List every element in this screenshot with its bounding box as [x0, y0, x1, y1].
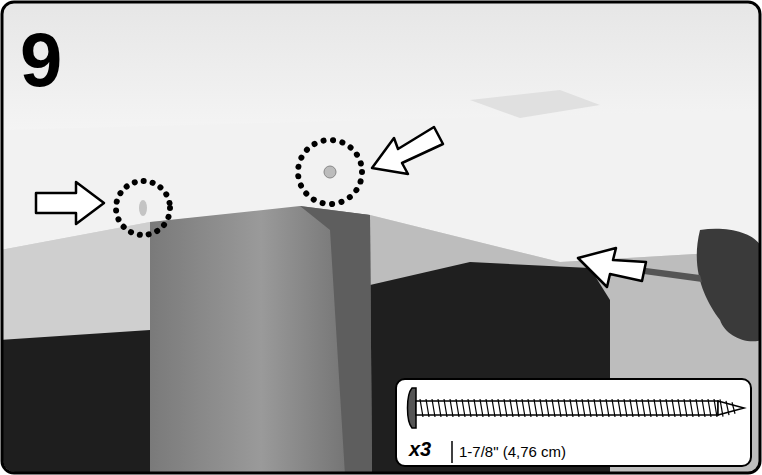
- table-underside: [3, 222, 150, 340]
- hardware-inset: x3 1-7/8" (4,76 cm): [395, 378, 752, 467]
- dotted-circle: [116, 181, 170, 235]
- quantity-label: x3: [409, 438, 431, 461]
- screwdriver-handle: [697, 229, 759, 342]
- shadow-area: [370, 215, 759, 472]
- pointer-arrow: [372, 127, 443, 174]
- highlight: [470, 90, 600, 118]
- screw-hole: [139, 200, 147, 216]
- pointer-arrow: [578, 248, 646, 287]
- dark-base: [3, 330, 150, 472]
- dotted-circle: [298, 140, 362, 204]
- dimension-label: 1-7/8" (4,76 cm): [459, 443, 566, 460]
- screw-hole: [324, 166, 336, 178]
- step-number: 9: [20, 22, 62, 98]
- leg-side: [300, 206, 372, 472]
- photo: [3, 3, 759, 472]
- table-top: [3, 3, 759, 130]
- background: [3, 3, 759, 472]
- pointer-arrow: [36, 182, 104, 224]
- table-leg: [150, 206, 372, 472]
